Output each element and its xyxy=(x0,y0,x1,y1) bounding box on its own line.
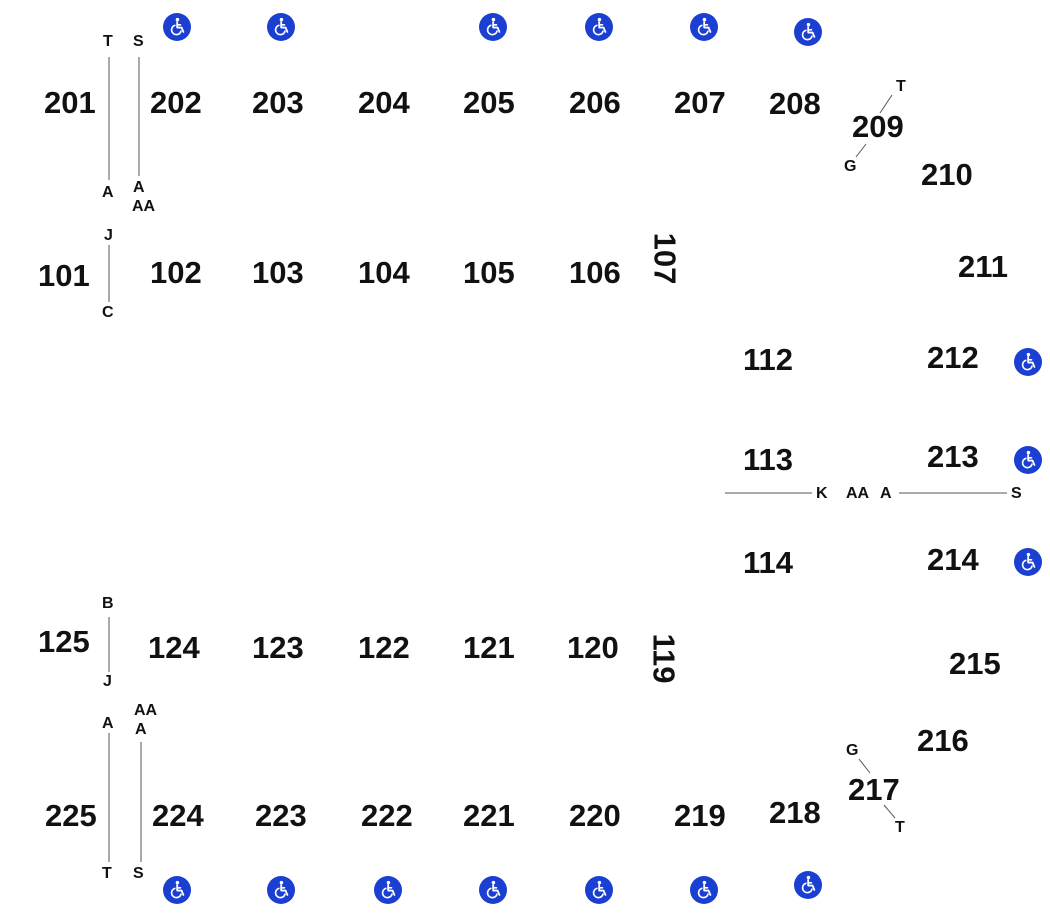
wheelchair-icon[interactable] xyxy=(267,13,295,41)
section-202[interactable]: 202 xyxy=(150,85,202,120)
wheelchair-icon[interactable] xyxy=(794,871,822,899)
section-113[interactable]: 113 xyxy=(743,442,794,477)
row-label: T xyxy=(895,819,905,836)
section-114[interactable]: 114 xyxy=(743,545,794,580)
section-224[interactable]: 224 xyxy=(152,798,204,833)
row-line-209-bottom xyxy=(855,143,867,158)
wheelchair-icon[interactable] xyxy=(585,13,613,41)
section-214[interactable]: 214 xyxy=(927,542,979,577)
section-205[interactable]: 205 xyxy=(463,85,515,120)
section-119[interactable]: 119 xyxy=(646,633,682,684)
wheelchair-icon[interactable] xyxy=(374,876,402,904)
row-line-217-bottom xyxy=(883,804,896,819)
row-label: T xyxy=(896,78,906,95)
row-line-209-top xyxy=(879,94,893,114)
section-225[interactable]: 225 xyxy=(45,798,97,833)
wheelchair-icon[interactable] xyxy=(1014,548,1042,576)
section-215[interactable]: 215 xyxy=(949,646,1001,681)
section-203[interactable]: 203 xyxy=(252,85,304,120)
section-223[interactable]: 223 xyxy=(255,798,307,833)
section-120[interactable]: 120 xyxy=(567,630,619,665)
wheelchair-icon[interactable] xyxy=(794,18,822,46)
section-222[interactable]: 222 xyxy=(361,798,413,833)
wheelchair-icon[interactable] xyxy=(163,876,191,904)
row-label: A xyxy=(102,184,114,201)
section-221[interactable]: 221 xyxy=(463,798,515,833)
section-124[interactable]: 124 xyxy=(148,630,200,665)
section-204[interactable]: 204 xyxy=(358,85,410,120)
row-label: A xyxy=(102,715,114,732)
section-219[interactable]: 219 xyxy=(674,798,726,833)
row-label: A xyxy=(880,485,892,502)
section-122[interactable]: 122 xyxy=(358,630,410,665)
row-label: S xyxy=(133,33,144,50)
wheelchair-icon[interactable] xyxy=(1014,348,1042,376)
section-217[interactable]: 217 xyxy=(848,772,900,807)
section-208[interactable]: 208 xyxy=(769,86,821,121)
row-label: A xyxy=(133,179,145,196)
section-107[interactable]: 107 xyxy=(647,232,683,285)
section-210[interactable]: 210 xyxy=(921,157,973,192)
wheelchair-icon[interactable] xyxy=(585,876,613,904)
row-label: B xyxy=(102,595,114,612)
row-label: C xyxy=(102,304,114,321)
row-label: AA xyxy=(846,485,870,502)
section-105[interactable]: 105 xyxy=(463,255,515,290)
section-213[interactable]: 213 xyxy=(927,439,979,474)
wheelchair-icon[interactable] xyxy=(690,876,718,904)
section-220[interactable]: 220 xyxy=(569,798,621,833)
row-label: S xyxy=(133,865,144,882)
row-label: T xyxy=(103,33,113,50)
wheelchair-icon[interactable] xyxy=(163,13,191,41)
row-label: S xyxy=(1011,485,1022,502)
section-104[interactable]: 104 xyxy=(358,255,410,290)
wheelchair-icon[interactable] xyxy=(479,13,507,41)
row-label: A xyxy=(135,721,147,738)
section-216[interactable]: 216 xyxy=(917,723,969,758)
wheelchair-icon[interactable] xyxy=(1014,446,1042,474)
section-211[interactable]: 211 xyxy=(958,249,1009,284)
section-103[interactable]: 103 xyxy=(252,255,304,290)
row-line-217-top xyxy=(858,758,871,774)
row-label: G xyxy=(846,742,859,759)
section-218[interactable]: 218 xyxy=(769,795,821,830)
section-207[interactable]: 207 xyxy=(674,85,726,120)
section-123[interactable]: 123 xyxy=(252,630,304,665)
row-label: J xyxy=(103,673,112,690)
section-206[interactable]: 206 xyxy=(569,85,621,120)
row-label: J xyxy=(104,227,113,244)
wheelchair-icon[interactable] xyxy=(267,876,295,904)
section-201[interactable]: 201 xyxy=(44,85,96,120)
row-label: AA xyxy=(134,702,158,719)
section-106[interactable]: 106 xyxy=(569,255,621,290)
section-102[interactable]: 102 xyxy=(150,255,202,290)
section-112[interactable]: 112 xyxy=(743,342,794,377)
row-label: T xyxy=(102,865,112,882)
wheelchair-icon[interactable] xyxy=(690,13,718,41)
section-209[interactable]: 209 xyxy=(852,109,904,144)
section-212[interactable]: 212 xyxy=(927,340,979,375)
row-label: G xyxy=(844,158,857,175)
section-121[interactable]: 121 xyxy=(463,630,515,665)
section-125[interactable]: 125 xyxy=(38,624,90,659)
section-101[interactable]: 101 xyxy=(38,258,90,293)
row-label: AA xyxy=(132,198,156,215)
row-label: K xyxy=(816,485,828,502)
wheelchair-icon[interactable] xyxy=(479,876,507,904)
